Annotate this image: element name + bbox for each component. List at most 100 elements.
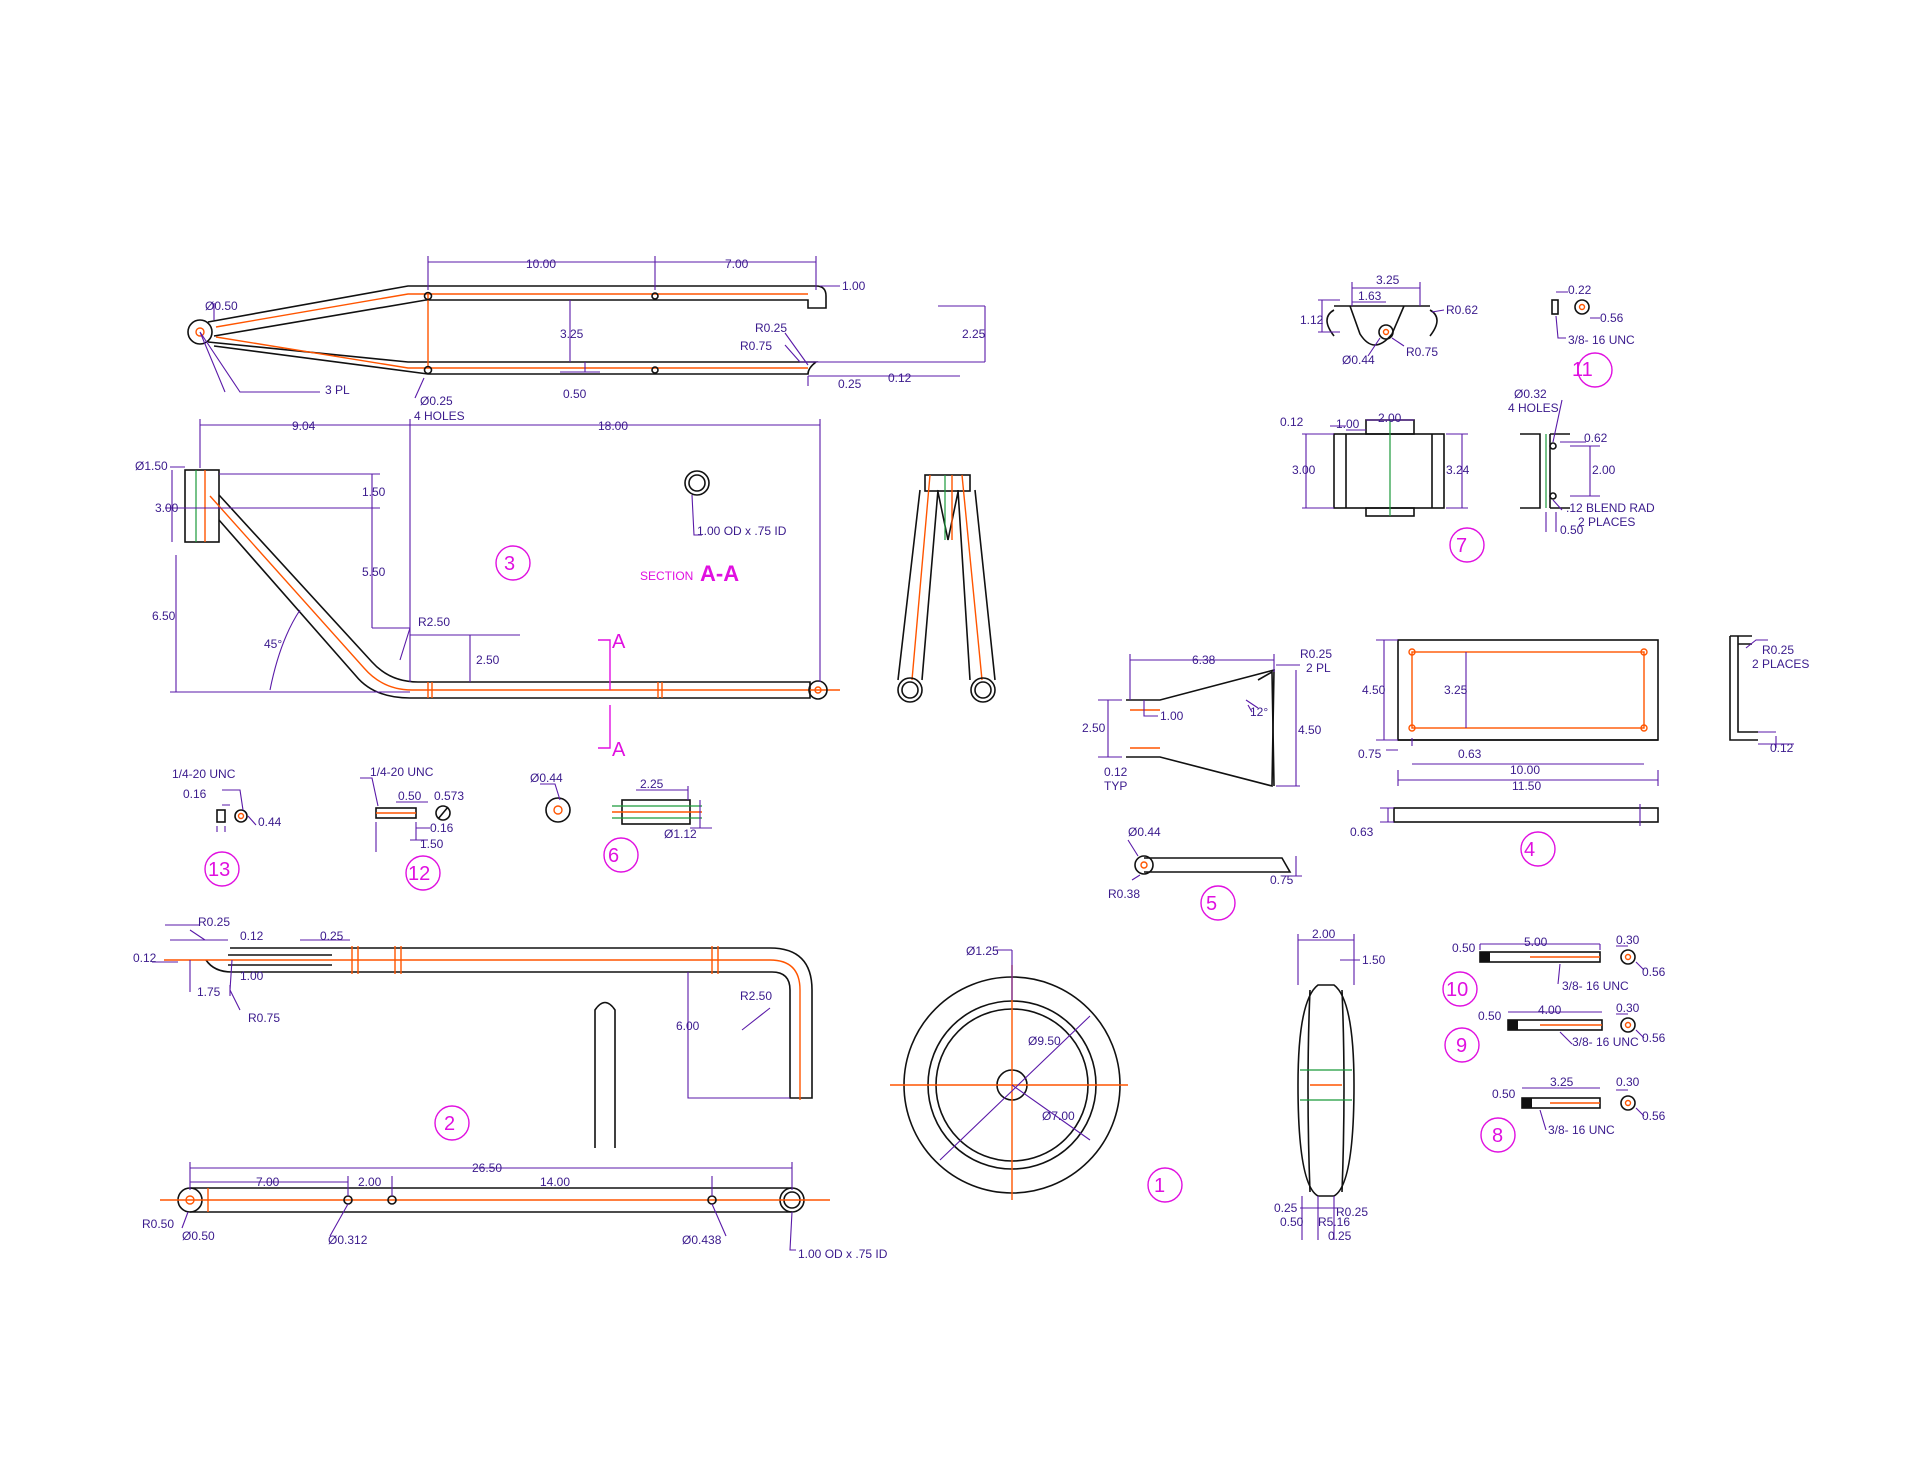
part-8: 0.50 3.25 0.30 0.56 3/8- 16 UNC 8 — [1492, 1075, 1666, 1147]
dim-holes-dia: Ø0.25 — [420, 394, 453, 408]
dim-13-016: 0.16 — [183, 787, 207, 801]
tube-spec-2: 1.00 OD x .75 ID — [798, 1247, 888, 1261]
dim-r075: R0.75 — [740, 339, 772, 353]
dim-5-638: 6.38 — [1192, 653, 1216, 667]
part-7: 3.25 1.63 1.12 R0.62 Ø0.44 R0.75 0.12 1.… — [1280, 273, 1655, 557]
dim-2-50: 2.50 — [476, 653, 500, 667]
dim-2-1400: 14.00 — [540, 1175, 570, 1189]
dim-5-2pl: 2 PL — [1306, 661, 1331, 675]
part-1: Ø1.25 Ø9.50 Ø7.00 1 2.00 1.50 0.25 R0.25… — [890, 927, 1386, 1243]
dim-7-100: 1.00 — [1336, 417, 1360, 431]
dim-4-325: 3.25 — [1444, 683, 1468, 697]
part-number-8: 8 — [1492, 1125, 1503, 1147]
dim-18: 18.00 — [598, 419, 628, 433]
dim-9-030: 0.30 — [1616, 1001, 1640, 1015]
part-number-5: 5 — [1206, 893, 1217, 915]
part-6: Ø0.44 2.25 Ø1.12 6 — [530, 771, 712, 867]
part-number-13: 13 — [208, 859, 230, 881]
dim-7-200: 2.00 — [1378, 411, 1402, 425]
part-2: R0.25 0.12 0.25 0.12 1.00 1.75 R0.75 6.0… — [133, 915, 888, 1261]
dim-1-r025: R0.25 — [1336, 1205, 1368, 1219]
dim-11-022: 0.22 — [1568, 283, 1592, 297]
dim-7-r075: R0.75 — [1406, 345, 1438, 359]
dim-7-300: 3.00 — [1292, 463, 1316, 477]
thread-9: 3/8- 16 UNC — [1572, 1035, 1639, 1049]
part-number-9: 9 — [1456, 1035, 1467, 1057]
part-number-7: 7 — [1456, 535, 1467, 557]
dim-4-063: 0.63 — [1458, 747, 1482, 761]
dim-1: 1.00 — [842, 279, 866, 293]
dim-2-025: 0.25 — [320, 929, 344, 943]
dim-5-typ: TYP — [1104, 779, 1127, 793]
dim-6-044: Ø0.44 — [530, 771, 563, 785]
part-3-top-view: 10.00 7.00 1.00 Ø0.50 3.25 2.25 R0.25 R0… — [187, 256, 986, 423]
dim-5-50: 5.50 — [362, 565, 386, 579]
dim-2-100: 1.00 — [240, 969, 264, 983]
tube-spec-label: 1.00 OD x .75 ID — [697, 524, 787, 538]
cut-mark-top: A — [612, 631, 626, 653]
dim-8-050: 0.50 — [1492, 1087, 1516, 1101]
dim-7-blend: .12 BLEND RAD — [1566, 501, 1655, 515]
dim-1-700: Ø7.00 — [1042, 1109, 1075, 1123]
part-number-12: 12 — [408, 863, 430, 885]
dim-0-12: 0.12 — [888, 371, 912, 385]
dim-2-r250: R2.50 — [740, 989, 772, 1003]
dim-2-2650: 26.50 — [472, 1161, 502, 1175]
part-number-2: 2 — [444, 1113, 455, 1135]
dim-5-450: 4.50 — [1298, 723, 1322, 737]
dim-12-0573: 0.573 — [434, 789, 464, 803]
dim-7-r062: R0.62 — [1446, 303, 1478, 317]
dim-7-163: 1.63 — [1358, 289, 1382, 303]
dim-7-044: Ø0.44 — [1342, 353, 1375, 367]
part-3-side-view: 9.04 18.00 Ø1.50 3.00 1.50 5.50 6.50 45°… — [135, 419, 840, 761]
dim-2-700: 7.00 — [256, 1175, 280, 1189]
dim-7-012: 0.12 — [1280, 415, 1304, 429]
dim-2-25: 2.25 — [962, 327, 986, 341]
part-number-6: 6 — [608, 845, 619, 867]
dim-2-d0312: Ø0.312 — [328, 1233, 368, 1247]
dim-4-1000: 10.00 — [1510, 763, 1540, 777]
dim-6-112: Ø1.12 — [664, 827, 697, 841]
thread-8: 3/8- 16 UNC — [1548, 1123, 1615, 1137]
dim-10-056: 0.56 — [1642, 965, 1666, 979]
dim-1-025a: 0.25 — [1274, 1201, 1298, 1215]
thread-11: 3/8- 16 UNC — [1568, 333, 1635, 347]
dim-7-050: 0.50 — [1560, 523, 1584, 537]
dim-4-2places: 2 PLACES — [1752, 657, 1809, 671]
dim-2-200: 2.00 — [358, 1175, 382, 1189]
dim-1-r516: R5.16 — [1318, 1215, 1350, 1229]
dim-3pl: 3 PL — [325, 383, 350, 397]
dim-4-450: 4.50 — [1362, 683, 1386, 697]
dim-4-063b: 0.63 — [1350, 825, 1374, 839]
dim-7-2places: 2 PLACES — [1578, 515, 1635, 529]
dim-7-200b: 2.00 — [1592, 463, 1616, 477]
dim-13-044: 0.44 — [258, 815, 282, 829]
dim-2-r050: R0.50 — [142, 1217, 174, 1231]
dim-2-012a: 0.12 — [240, 929, 264, 943]
part-10: 0.50 5.00 0.30 0.56 3/8- 16 UNC 10 — [1446, 933, 1666, 1001]
dim-9-04: 9.04 — [292, 419, 316, 433]
dim-5-250: 2.50 — [1082, 721, 1106, 735]
part-3-end-view — [897, 474, 996, 703]
dim-2-600: 6.00 — [676, 1019, 700, 1033]
dim-2-175: 1.75 — [197, 985, 221, 999]
dim-5-044: Ø0.44 — [1128, 825, 1161, 839]
dim-2-012b: 0.12 — [133, 951, 157, 965]
dim-7-062: 0.62 — [1584, 431, 1608, 445]
part-5: 6.38 R0.25 2 PL 2.50 1.00 12° 4.50 0.12 … — [1082, 647, 1332, 915]
dim-2-d0438: Ø0.438 — [682, 1233, 722, 1247]
dim-1-025b: 0.25 — [1328, 1229, 1352, 1243]
dim-dia-050: Ø0.50 — [205, 299, 238, 313]
dim-1-od: Ø1.25 — [966, 944, 999, 958]
part-number-4: 4 — [1524, 839, 1535, 861]
part-11: 0.22 0.56 3/8- 16 UNC 11 — [1551, 283, 1635, 381]
part-4: 4.50 3.25 0.75 0.63 10.00 11.50 0.63 4 R… — [1350, 635, 1809, 861]
dim-45deg: 45° — [264, 637, 282, 651]
dim-1-50: 1.50 — [362, 485, 386, 499]
dim-holes-count: 4 HOLES — [414, 409, 465, 423]
dim-6-225: 2.25 — [640, 777, 664, 791]
dim-1-050: 0.50 — [1280, 1215, 1304, 1229]
dim-7-holes: 4 HOLES — [1508, 401, 1559, 415]
dim-9-050: 0.50 — [1478, 1009, 1502, 1023]
